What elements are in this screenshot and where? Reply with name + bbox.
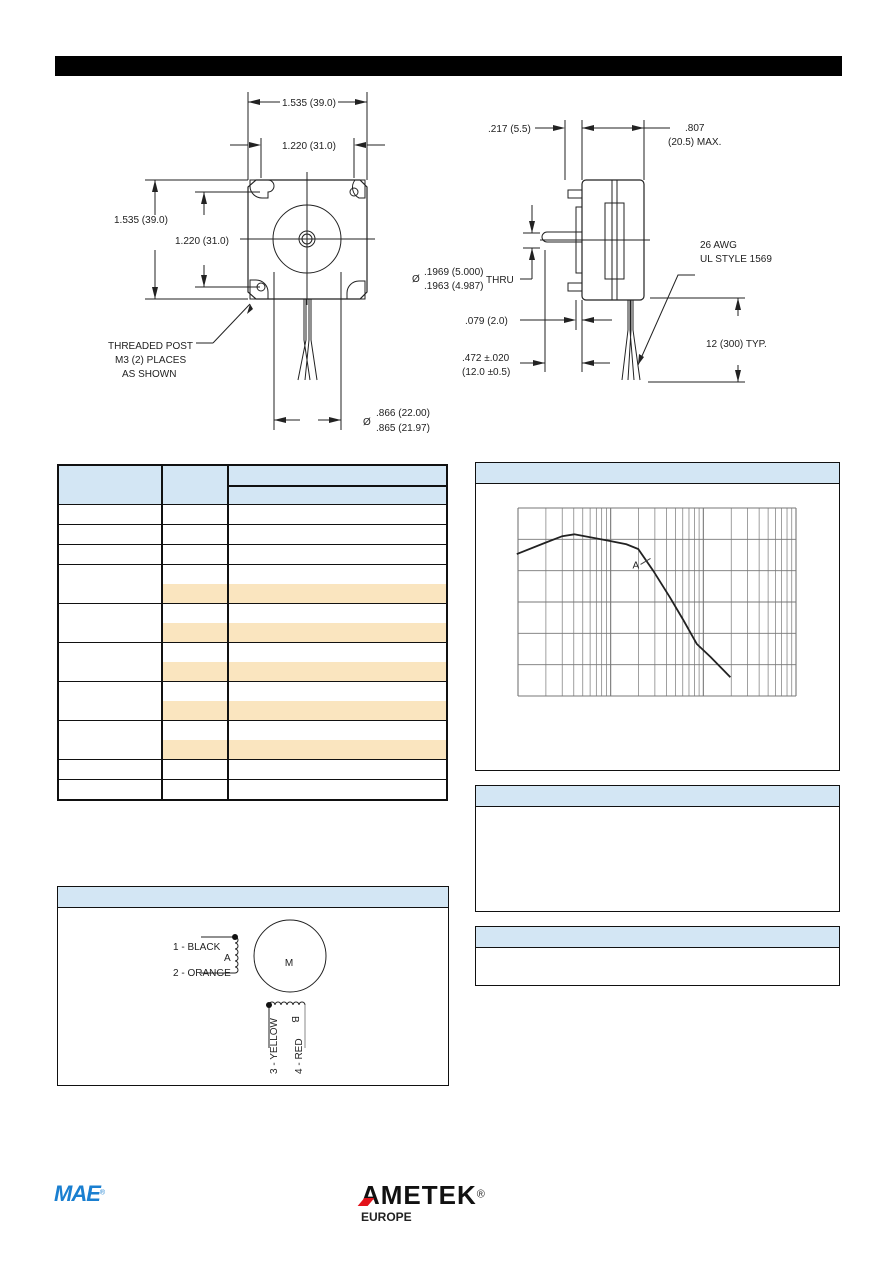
- header-bar: [55, 56, 842, 76]
- series-line-A: [516, 533, 732, 678]
- motor-label: M: [285, 958, 293, 969]
- table-header-cell: [227, 465, 448, 487]
- panel-header: [58, 887, 448, 908]
- table-row: [57, 544, 448, 565]
- wire-1-label: 1 - BLACK: [173, 942, 221, 953]
- dim-overall-width: 1.535 (39.0): [282, 98, 336, 109]
- terminal-dot: [266, 1002, 272, 1008]
- mae-logo: MAE®: [54, 1181, 105, 1207]
- annotation-leader: [640, 557, 651, 565]
- dim-flange: .079 (2.0): [465, 316, 508, 327]
- dim-shaft-length-1: .472 ±.020: [462, 353, 510, 364]
- pilot-dia-max: .866 (22.00): [376, 408, 430, 419]
- table-header-cell: [57, 465, 163, 505]
- wire-style: UL STYLE 1569: [700, 254, 772, 265]
- info-panel-small: [475, 926, 840, 986]
- table-header-cell: [161, 465, 229, 505]
- dim-shaft-length-2: (12.0 ±0.5): [462, 367, 510, 378]
- shaft-dia-symbol: Ø: [412, 274, 420, 285]
- pilot-dia-min: .865 (21.97): [376, 423, 430, 434]
- wire-3-label: 3 - YELLOW: [269, 1017, 280, 1074]
- table-row: [57, 504, 448, 525]
- thru-label: THRU: [486, 275, 514, 286]
- terminal-dot: [232, 934, 238, 940]
- table-row: [57, 564, 448, 604]
- dim-pilot-depth: .217 (5.5): [488, 124, 531, 135]
- ametek-logo: AMETEK® EUROPE: [357, 1180, 485, 1224]
- table-row: [57, 524, 448, 545]
- phase-a-label: A: [224, 953, 231, 964]
- panel-header: [476, 463, 839, 484]
- torque-curve-panel: A: [475, 462, 840, 771]
- table-row: [58, 740, 448, 760]
- panel-header: [476, 927, 839, 948]
- specifications-table: [57, 464, 448, 801]
- torque-speed-chart: A: [516, 507, 797, 697]
- threaded-post-note-2: M3 (2) PLACES: [115, 355, 186, 366]
- wire-gauge: 26 AWG: [700, 240, 737, 251]
- table-row: [58, 623, 448, 643]
- table-row: [57, 603, 448, 643]
- dim-lead-length: 12 (300) TYP.: [706, 339, 767, 350]
- table-row: [57, 759, 448, 780]
- shaft-dia-max: .1969 (5.000): [424, 267, 484, 278]
- dim-hole-spacing-width: 1.220 (31.0): [282, 141, 336, 152]
- table-row: [58, 701, 448, 721]
- front-view-drawing: 1.535 (39.0) 1.220 (31.0) 1.535 (39.0) 1…: [108, 92, 430, 434]
- pilot-dia-symbol: Ø: [363, 417, 371, 428]
- table-row: [58, 584, 448, 604]
- table-row: [58, 662, 448, 682]
- table-row: [57, 681, 448, 721]
- table-row: [57, 779, 448, 800]
- shaft-dia-min: .1963 (4.987): [424, 281, 484, 292]
- dim-body-length-1: .807: [685, 123, 705, 134]
- mae-logo-text: MAE: [54, 1181, 101, 1206]
- curve-annotation-label: A: [633, 560, 640, 571]
- wire-2-label: 2 - ORANGE: [173, 968, 231, 979]
- dim-hole-spacing-height: 1.220 (31.0): [175, 236, 229, 247]
- info-panel: [475, 785, 840, 912]
- threaded-post-note-3: AS SHOWN: [122, 369, 176, 380]
- ametek-logo-text: AMETEK: [361, 1180, 477, 1210]
- dim-body-length-2: (20.5) MAX.: [668, 137, 721, 148]
- wire-4-label: 4 - RED: [294, 1038, 305, 1074]
- dim-overall-height: 1.535 (39.0): [114, 215, 168, 226]
- registered-mark: ®: [476, 1188, 485, 1201]
- registered-mark: ®: [99, 1189, 106, 1197]
- threaded-post-note-1: THREADED POST: [108, 341, 193, 352]
- side-view-drawing: .217 (5.5) .807 (20.5) MAX. Ø .1969 (5.0…: [412, 120, 772, 383]
- ametek-region: EUROPE: [361, 1210, 412, 1224]
- table-row: [57, 642, 448, 682]
- wiring-diagram: M A B 1 - BLACK 2 - ORANGE 3 - YELLOW 4 …: [173, 919, 327, 1074]
- table-row: [57, 720, 448, 760]
- wiring-diagram-panel: M A B 1 - BLACK 2 - ORANGE 3 - YELLOW 4 …: [57, 886, 449, 1086]
- panel-header: [476, 786, 839, 807]
- phase-b-label: B: [289, 1016, 300, 1023]
- table-header-cell: [227, 486, 448, 505]
